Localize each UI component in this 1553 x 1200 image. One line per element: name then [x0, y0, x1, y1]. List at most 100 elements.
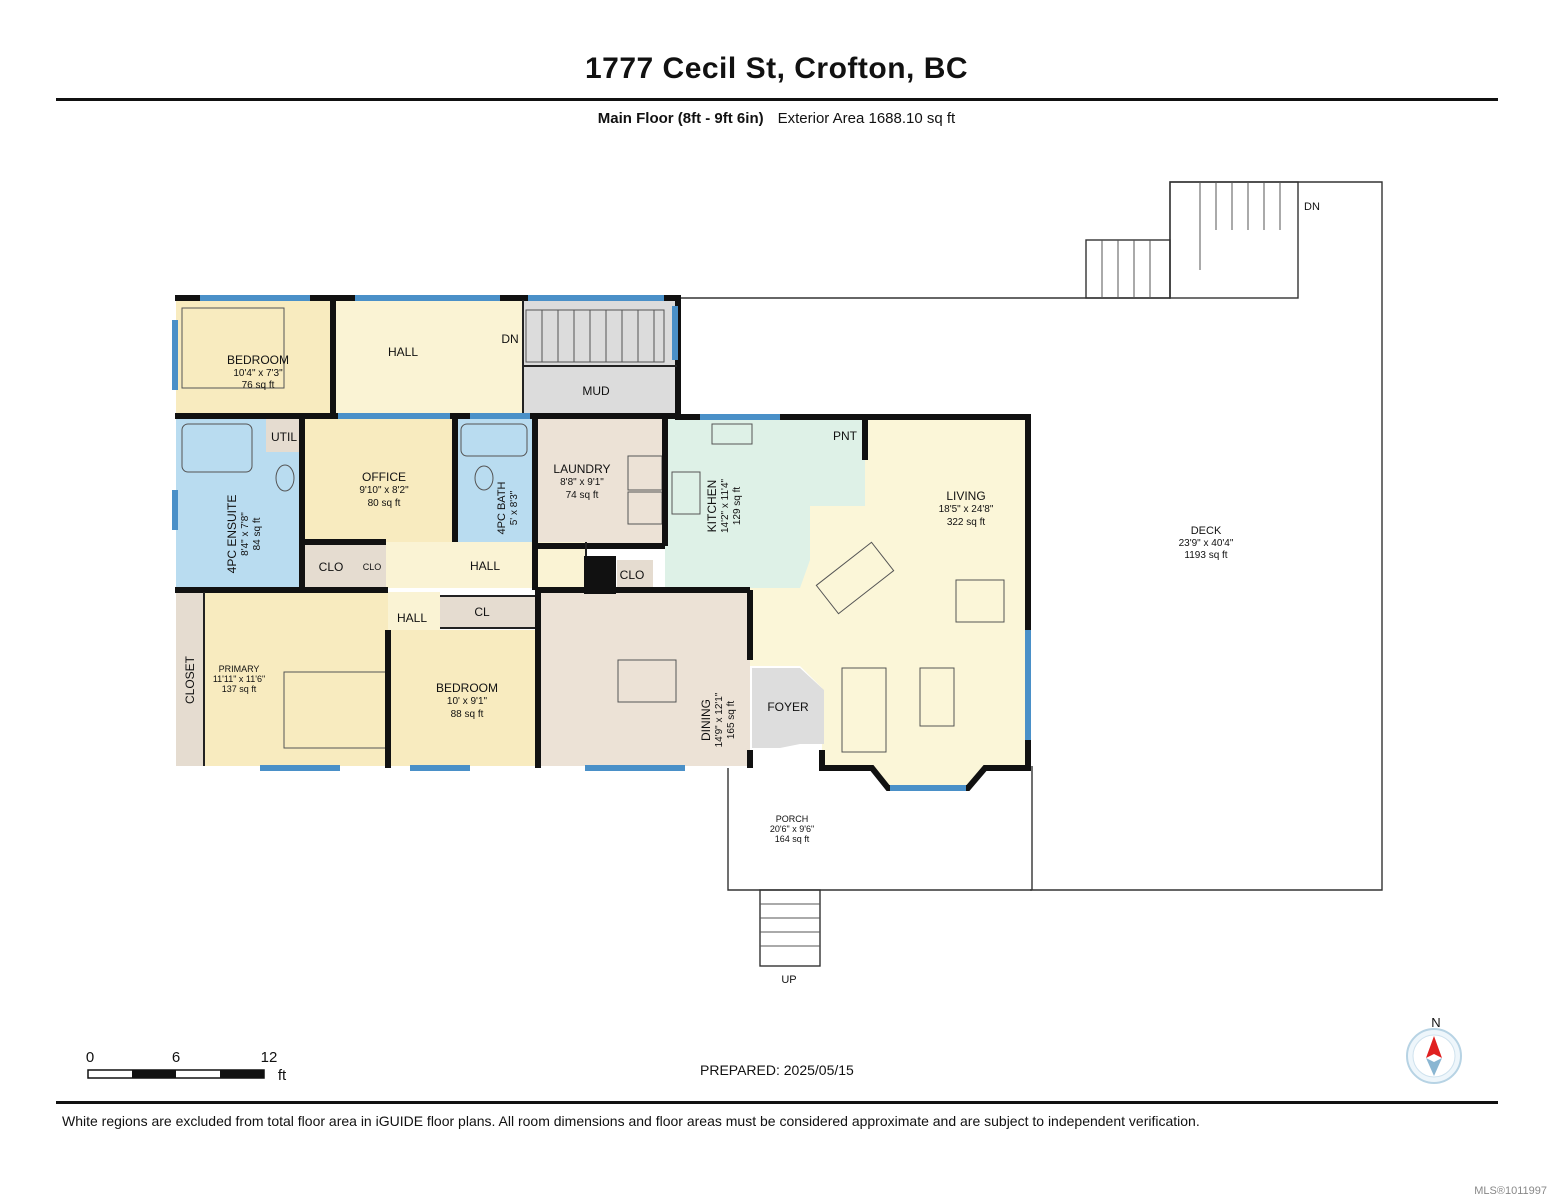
hall-top-fill [333, 300, 523, 414]
closet-fill [176, 592, 204, 766]
scale-segment-4 [220, 1070, 264, 1078]
hall-mid-fill [386, 542, 586, 588]
clo2-name: CLO [363, 562, 382, 572]
prepared-date: PREPARED: 2025/05/15 [700, 1062, 854, 1078]
bath-name: 4PC BATH [496, 481, 508, 534]
kitchen-dims: 14'2" x 11'4" [720, 479, 731, 534]
toilet-bath [474, 465, 494, 491]
primary-name: PRIMARY [219, 664, 260, 674]
deck-stairs-top [1169, 181, 1299, 299]
exterior-wall [175, 295, 1031, 791]
dn-top-label: DN [501, 332, 518, 346]
bedroom1-dims: 10'4" x 7'3" [233, 368, 283, 379]
rotated-labels: 4PC ENSUITE 8'4" x 7'8" 84 sq ft 4PC BAT… [183, 479, 743, 748]
hall-mid-name: HALL [470, 559, 500, 573]
scale-label-6: 6 [172, 1049, 180, 1066]
clo3-name: CLO [620, 568, 645, 582]
exterior-outlines [677, 181, 1383, 967]
pnt-name: PNT [833, 429, 858, 443]
bedroom1-name: BEDROOM [227, 353, 289, 367]
living-dims: 18'5" x 24'8" [939, 504, 994, 515]
closet-name: CLOSET [183, 655, 197, 704]
clo2-fill [358, 542, 386, 588]
office-fill [302, 418, 455, 542]
kitchen-name: KITCHEN [705, 480, 719, 533]
disclaimer-text: White regions are excluded from total fl… [62, 1113, 1200, 1129]
furniture [181, 307, 1005, 753]
up-label: UP [781, 974, 796, 986]
bedroom2-name: BEDROOM [436, 681, 498, 695]
primary-area: 137 sq ft [222, 684, 257, 694]
compass-south-arrow [1426, 1058, 1442, 1076]
windows [172, 295, 1031, 791]
mls-number: MLS®1011997 [1474, 1185, 1547, 1197]
porch-area: 164 sq ft [775, 834, 810, 844]
foyer-name: FOYER [767, 700, 809, 714]
dining-area: 165 sq ft [726, 701, 737, 740]
living-name: LIVING [946, 489, 985, 503]
sofa-living [841, 667, 887, 753]
living-area: 322 sq ft [947, 517, 986, 528]
primary-dims: 11'11" x 11'6" [213, 674, 265, 684]
compass-icon: N [1406, 1015, 1462, 1084]
porch-name: PORCH [776, 814, 809, 824]
scale-label-12: 12 [261, 1049, 278, 1066]
stair-treads [525, 182, 1281, 947]
laundry-fill [535, 418, 665, 546]
page-title: 1777 Cecil St, Crofton, BC [584, 52, 969, 85]
scale-bar: 0 6 12 ft [86, 1049, 287, 1084]
cl-name: CL [474, 605, 490, 619]
floor-subtitle: Main Floor (8ft - 9ft 6in)Exterior Area … [0, 110, 1553, 127]
deck-dims: 23'9" x 40'4" [1179, 538, 1234, 549]
room-fills [176, 300, 1026, 788]
deck-name: DECK [1191, 525, 1222, 537]
deck-area: 1193 sq ft [1184, 550, 1227, 561]
foyer-fill [752, 668, 824, 748]
scale-unit: ft [278, 1067, 287, 1084]
sink-kitchen [711, 423, 753, 445]
bedroom2-area: 88 sq ft [451, 709, 484, 720]
bath-dims: 5' x 8'3" [509, 490, 520, 525]
mud-fill [523, 300, 677, 414]
dining-fill [538, 588, 750, 766]
hall-small-name: HALL [397, 611, 427, 625]
util-fill [266, 418, 302, 452]
bath-fill [455, 418, 535, 542]
room-labels: BEDROOM 10'4" x 7'3" 76 sq ft HALL DN MU… [213, 201, 1320, 986]
stove [671, 471, 701, 515]
compass-north-label: N [1431, 1015, 1440, 1030]
toilet-ensuite [275, 464, 295, 492]
bathtub-bath [460, 423, 528, 457]
clo3-fill [617, 560, 653, 590]
scale-label-0: 0 [86, 1049, 94, 1066]
office-name: OFFICE [362, 470, 406, 484]
bedroom2-dims: 10' x 9'1" [447, 696, 488, 707]
porch-dims: 20'6" x 9'6" [770, 824, 814, 834]
kitchen-area: 129 sq ft [732, 487, 743, 526]
dining-table [617, 659, 677, 703]
thin-walls [203, 300, 677, 766]
hall-small-fill [388, 592, 440, 634]
armchair-living [955, 579, 1005, 623]
clo1-fill [302, 542, 358, 588]
bedroom2-fill [388, 630, 538, 766]
mud-name: MUD [582, 384, 610, 398]
dining-name: DINING [699, 699, 713, 741]
scale-segment-2 [132, 1070, 176, 1078]
floor-name: Main Floor (8ft - 9ft 6in) [597, 110, 764, 127]
bed-bedroom1 [181, 307, 285, 389]
cl-fill [440, 596, 535, 628]
living-fill [750, 418, 1026, 788]
title-rule [56, 98, 1498, 101]
clo1-name: CLO [319, 560, 344, 574]
ensuite-area: 84 sq ft [252, 517, 263, 550]
office-dims: 9'10" x 8'2" [359, 485, 409, 496]
coffee-table [919, 667, 955, 727]
sofa-living-angled [815, 541, 895, 615]
compass-north-arrow [1426, 1036, 1442, 1058]
bedroom1-area: 76 sq ft [242, 380, 275, 391]
footer-rule [56, 1101, 1498, 1104]
chimney [584, 556, 616, 594]
deck-stairs-side [1085, 239, 1171, 299]
